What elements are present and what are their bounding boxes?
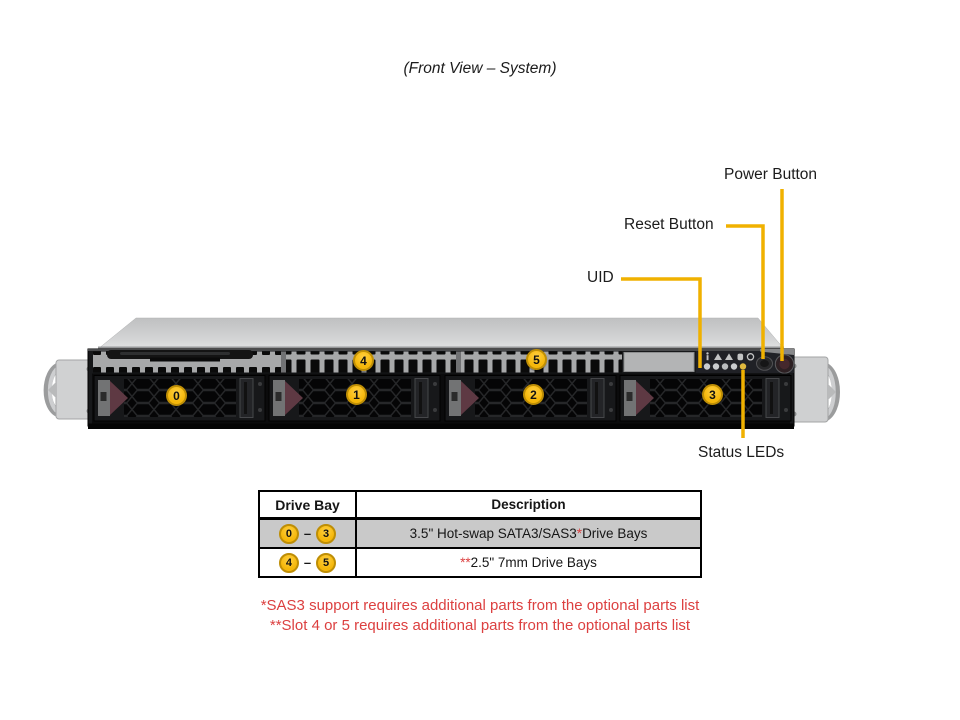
description-cell: 3.5" Hot-swap SATA3/SAS3* Drive Bays xyxy=(357,520,700,547)
reset-callout-line xyxy=(726,224,765,359)
range-dash: – xyxy=(303,555,312,570)
table-row-bays-4-5: 4 – 5 **2.5" 7mm Drive Bays xyxy=(260,549,700,576)
description-text: Drive Bays xyxy=(582,526,648,541)
reset-button-label: Reset Button xyxy=(624,216,714,233)
table-row-bays-0-3: 0 – 3 3.5" Hot-swap SATA3/SAS3* Drive Ba… xyxy=(260,520,700,549)
table-badge-3: 3 xyxy=(316,523,337,544)
right-rack-ear xyxy=(787,356,840,423)
power-button xyxy=(774,354,795,374)
header-description: Description xyxy=(491,497,566,512)
footnote-sas3: *SAS3 support requires additional parts … xyxy=(260,597,700,614)
status-icons xyxy=(706,352,755,361)
table-badge-0: 0 xyxy=(278,523,299,544)
page-title: (Front View – System) xyxy=(403,60,557,77)
footnotes: *SAS3 support requires additional parts … xyxy=(0,596,960,636)
drive-bay-table: Drive Bay Description 0 – 3 3.5" Hot-swa… xyxy=(258,490,702,578)
bay-badge-3: 3 xyxy=(702,384,723,405)
power-button-label: Power Button xyxy=(724,166,818,183)
bay-badge-2: 2 xyxy=(523,384,544,405)
footnote-mark: * xyxy=(576,526,583,541)
bay-badge-4: 4 xyxy=(353,350,374,371)
table-badge-5: 5 xyxy=(316,552,337,573)
table-badge-4: 4 xyxy=(278,552,299,573)
bay-badge-5: 5 xyxy=(526,349,547,370)
chassis-front xyxy=(87,348,795,429)
chassis-latch xyxy=(107,350,253,362)
bay-range-cell: 4 – 5 xyxy=(260,549,357,576)
control-panel xyxy=(696,349,795,374)
description-text: 3.5" Hot-swap SATA3/SAS3 xyxy=(409,526,577,541)
left-rack-ear xyxy=(43,359,95,420)
description-text: 2.5" 7mm Drive Bays xyxy=(470,555,597,570)
bay-range-cell: 0 – 3 xyxy=(260,520,357,547)
status-leds xyxy=(703,363,747,370)
uid-label: UID xyxy=(587,269,614,286)
description-cell: **2.5" 7mm Drive Bays xyxy=(357,549,700,576)
footnote-mark: ** xyxy=(460,555,471,570)
uid-callout-line xyxy=(621,277,702,368)
blank-panel xyxy=(623,352,695,372)
bay-badge-1: 1 xyxy=(346,384,367,405)
chassis-top-lid xyxy=(97,317,785,350)
status-leds-label: Status LEDs xyxy=(698,444,785,461)
bay-badge-0: 0 xyxy=(166,385,187,406)
footnote-slot: **Slot 4 or 5 requires additional parts … xyxy=(269,617,691,634)
header-drive-bay: Drive Bay xyxy=(260,492,357,517)
table-header-row: Drive Bay Description xyxy=(260,492,700,520)
range-dash: – xyxy=(303,526,312,541)
drive-tray-1 xyxy=(268,375,441,422)
